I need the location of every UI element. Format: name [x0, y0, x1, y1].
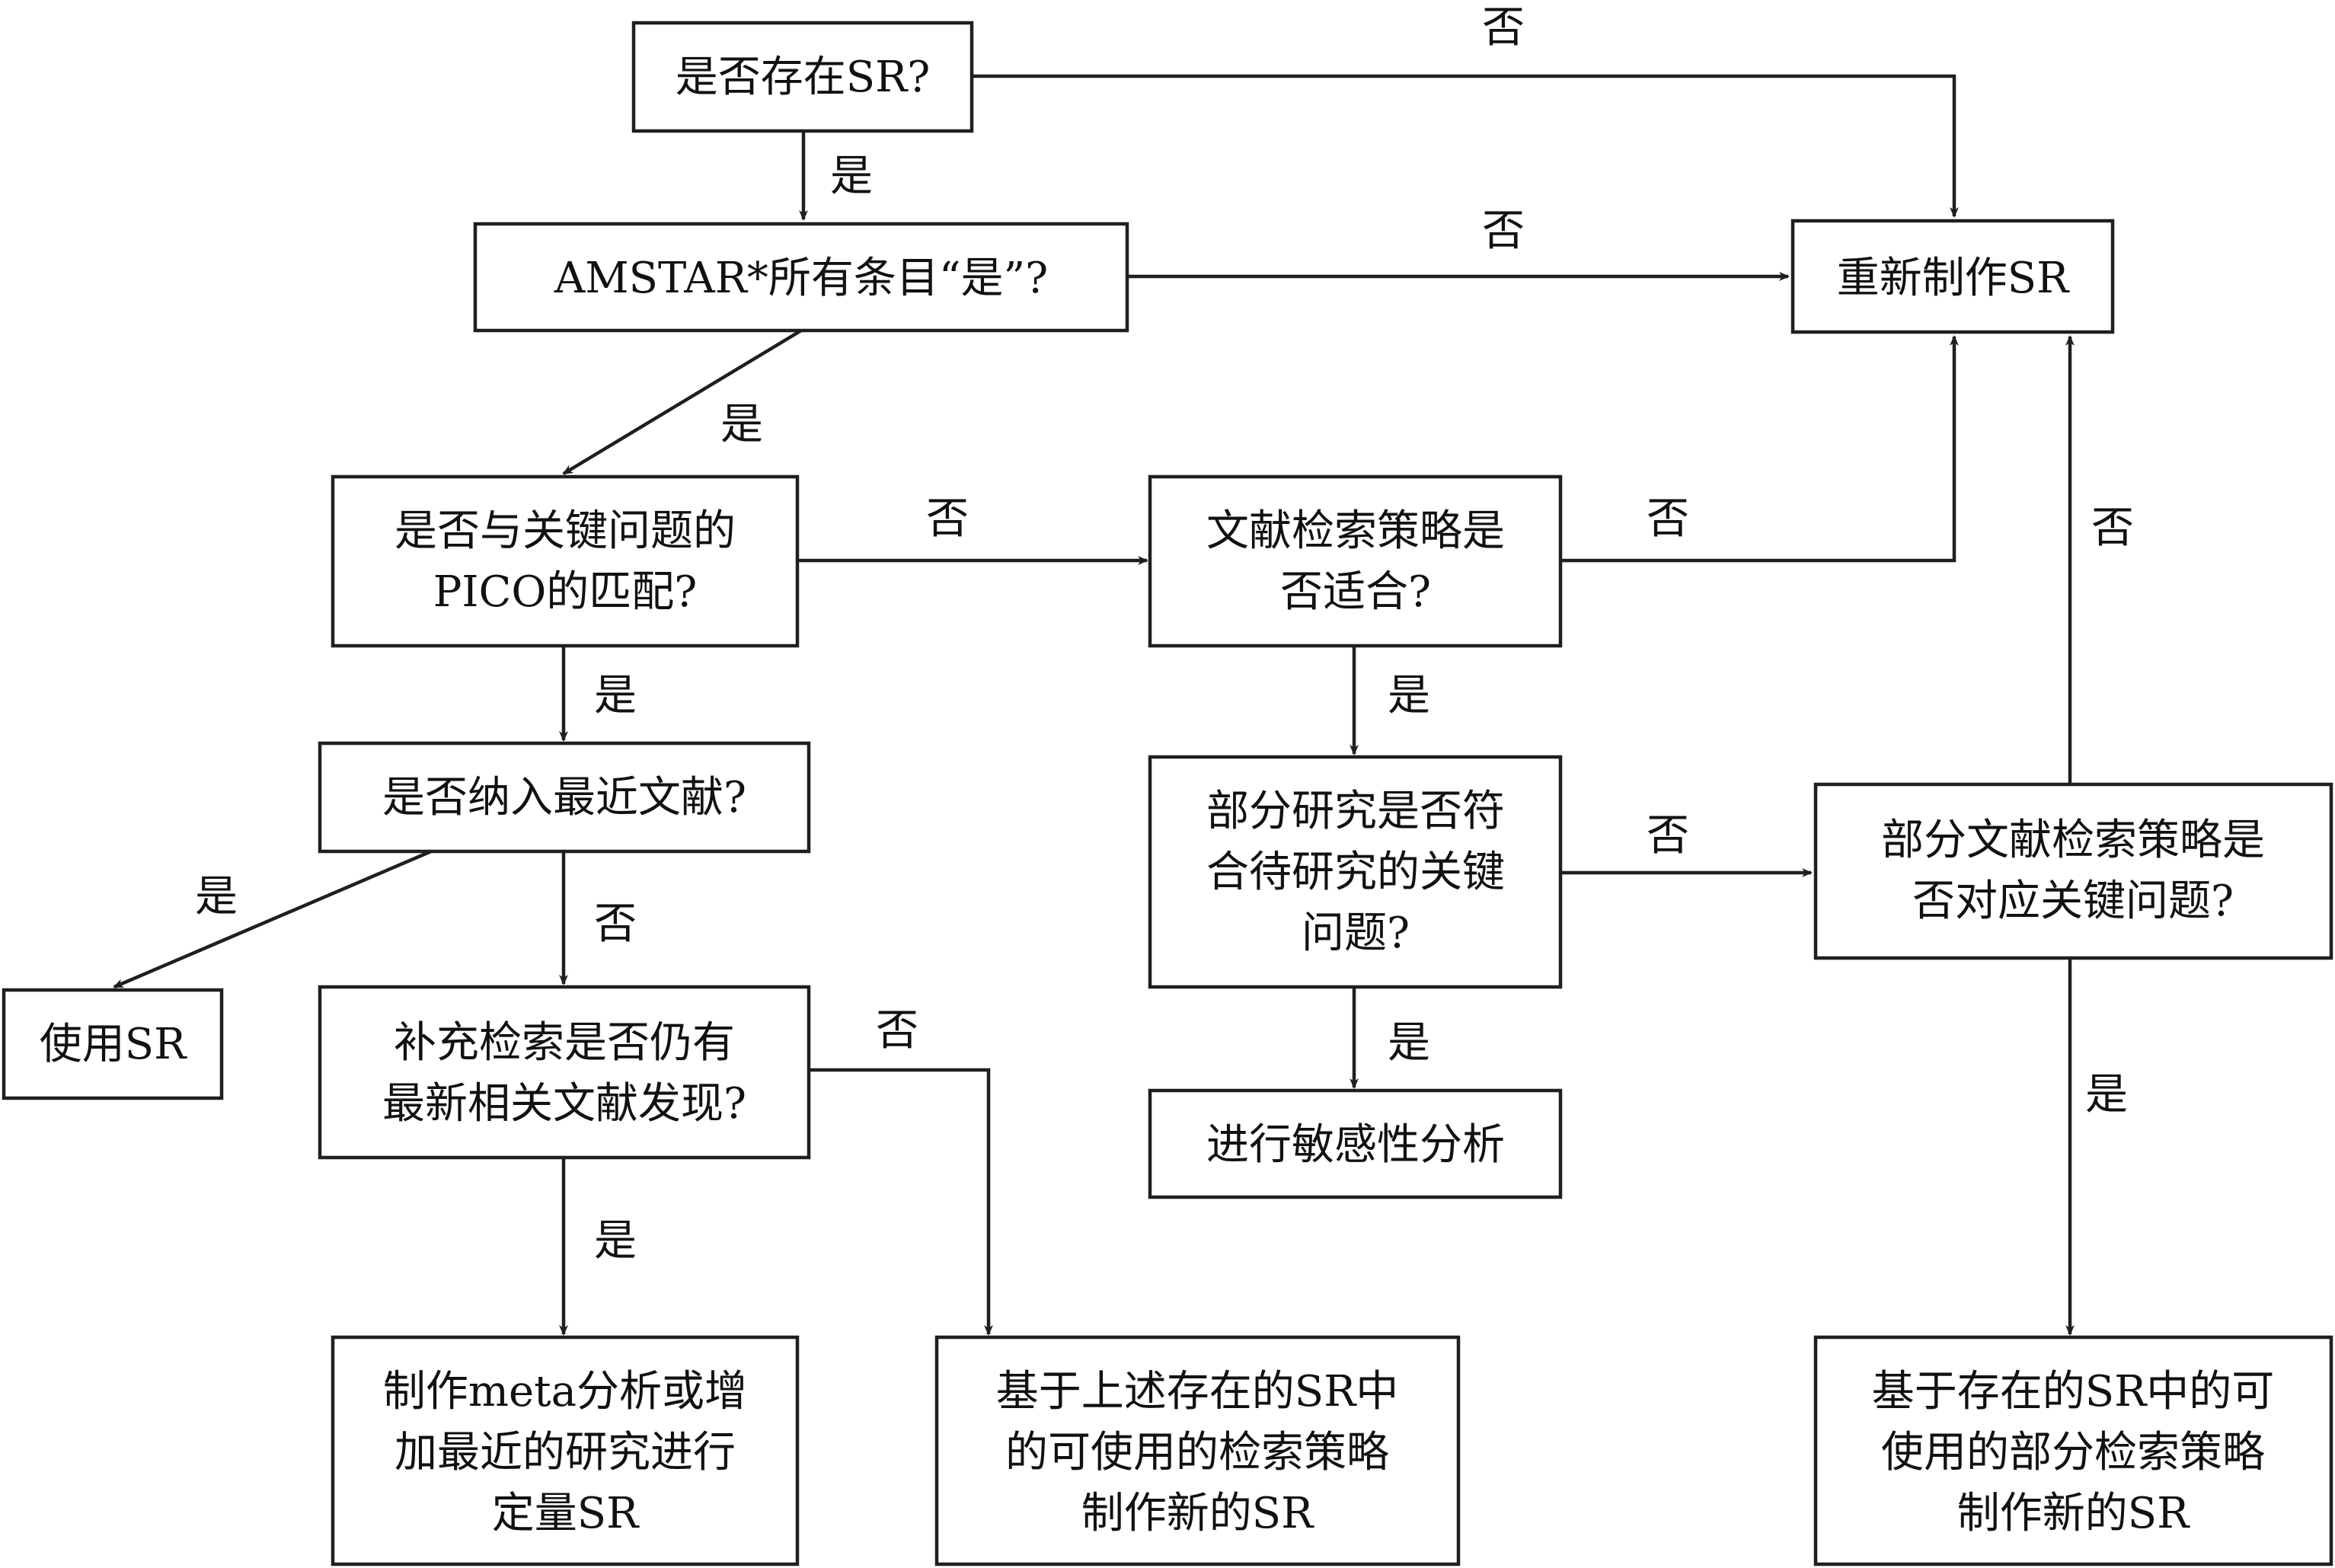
node-partial-study-line3: 问题?: [1302, 909, 1410, 958]
node-pico: 是否与关键问题的 PICO的匹配?: [331, 474, 800, 648]
node-reuse-partial: 基于存在的SR中的可 使用的部分检索策略 制作新的SR: [1813, 1335, 2333, 1566]
label-yes-supplement: 是: [594, 1216, 637, 1266]
node-redo-sr-text: 重新制作SR: [1837, 254, 2070, 303]
label-no-search: 否: [1647, 494, 1689, 544]
node-reuse-search: 基于上述存在的SR中 的可使用的检索策略 制作新的SR: [934, 1335, 1461, 1566]
label-yes-partial-search: 是: [2085, 1070, 2128, 1119]
edge-sr-exists-to-redo: [972, 74, 1959, 218]
node-partial-search-line1: 部分文献检索策略是: [1881, 816, 2265, 865]
node-search-line1: 文献检索策略是: [1206, 506, 1505, 556]
node-supplement-line2: 最新相关文献发现?: [382, 1079, 746, 1129]
label-no-partial-study: 否: [1647, 811, 1689, 861]
node-partial-study-line1: 部分研究是否符: [1206, 787, 1505, 836]
label-no-sr-exists: 否: [1482, 3, 1525, 53]
node-use-sr-text: 使用SR: [40, 1020, 187, 1069]
edges: [113, 74, 2075, 1336]
node-reuse-search-line1: 基于上述存在的SR中: [996, 1367, 1399, 1416]
node-reuse-search-line2: 的可使用的检索策略: [1005, 1428, 1389, 1477]
node-partial-study-line2: 合待研究的关键: [1206, 848, 1505, 897]
node-recent-text: 是否纳入最近文献?: [382, 773, 746, 822]
node-supplement-line1: 补充检索是否仍有: [394, 1018, 735, 1068]
node-reuse-partial-line3: 制作新的SR: [1957, 1489, 2190, 1538]
node-meta-line2: 加最近的研究进行: [394, 1428, 736, 1477]
node-partial-search: 部分文献检索策略是 否对应关键问题?: [1813, 782, 2333, 960]
node-sensitivity: 进行敏感性分析: [1148, 1088, 1563, 1199]
edge-supplement-to-reuse-search: [809, 1068, 993, 1336]
label-yes-partial-study: 是: [1388, 1018, 1430, 1068]
node-search-line2: 否适合?: [1280, 567, 1431, 617]
label-no-supplement: 否: [876, 1006, 918, 1055]
node-reuse-partial-line2: 使用的部分检索策略: [1881, 1428, 2265, 1477]
node-supplement: 补充检索是否仍有 最新相关文献发现?: [318, 985, 811, 1160]
label-yes-amstar: 是: [720, 400, 763, 449]
label-yes-sr-exists: 是: [830, 152, 873, 201]
node-partial-search-line2: 否对应关键问题?: [1912, 877, 2234, 926]
node-search: 文献检索策略是 否适合?: [1148, 474, 1563, 648]
node-redo-sr: 重新制作SR: [1790, 219, 2115, 334]
label-no-pico: 否: [926, 494, 969, 544]
node-sr-exists-text: 是否存在SR?: [676, 53, 931, 102]
node-reuse-partial-line1: 基于存在的SR中的可: [1872, 1367, 2275, 1416]
label-no-partial-search-up: 否: [2091, 503, 2134, 553]
edge-amstar-to-pico: [562, 329, 803, 475]
node-pico-line1: 是否与关键问题的: [394, 506, 736, 556]
node-sr-exists: 是否存在SR?: [631, 21, 974, 133]
node-pico-line2: PICO的匹配?: [433, 567, 698, 617]
node-sensitivity-text: 进行敏感性分析: [1206, 1120, 1505, 1170]
node-meta-line1: 制作meta分析或增: [383, 1367, 747, 1416]
label-yes-search: 是: [1388, 671, 1430, 720]
node-partial-study: 部分研究是否符 合待研究的关键 问题?: [1148, 755, 1563, 989]
edge-labels: 否 是 否 是 否 否 否 是 是 否 是 否 否 是 是 是: [195, 3, 2134, 1266]
node-recent: 是否纳入最近文献?: [318, 741, 811, 854]
edge-search-to-redo: [1560, 335, 1959, 563]
node-reuse-search-line3: 制作新的SR: [1081, 1489, 1314, 1538]
node-use-sr: 使用SR: [2, 988, 224, 1100]
label-yes-recent: 是: [195, 872, 238, 921]
label-no-amstar: 否: [1482, 206, 1525, 256]
node-meta: 制作meta分析或增 加最近的研究进行 定量SR: [331, 1335, 800, 1566]
node-meta-line3: 定量SR: [492, 1489, 640, 1538]
label-yes-pico: 是: [594, 671, 637, 720]
label-no-recent: 否: [594, 899, 637, 949]
node-amstar: AMSTAR*所有条目“是”?: [473, 222, 1129, 333]
edge-recent-to-use-sr: [113, 849, 432, 989]
node-amstar-text: AMSTAR*所有条目“是”?: [554, 254, 1048, 303]
